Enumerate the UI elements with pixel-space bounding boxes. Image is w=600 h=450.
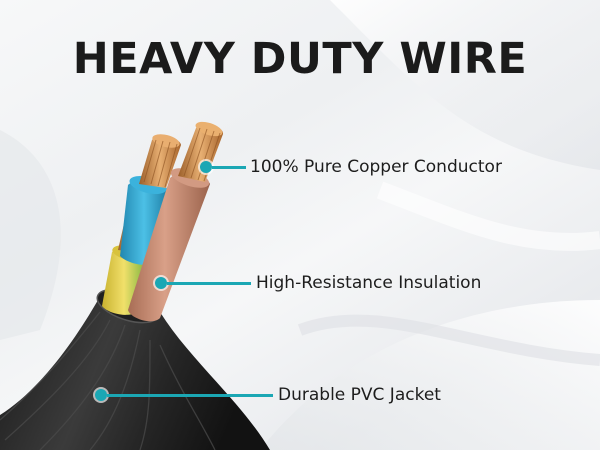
page-title: HEAVY DUTY WIRE [72, 34, 528, 84]
insulation-label: High-Resistance Insulation [256, 273, 482, 293]
jacket-marker-dot [95, 389, 107, 401]
insulation-marker-dot [155, 277, 167, 289]
jacket-label: Durable PVC Jacket [278, 385, 441, 405]
conductor-marker-dot [200, 161, 212, 173]
conductor-label: 100% Pure Copper Conductor [250, 157, 502, 177]
conductor-leader-line [212, 166, 246, 169]
jacket-leader-line [107, 394, 273, 397]
insulation-leader-line [167, 282, 251, 285]
